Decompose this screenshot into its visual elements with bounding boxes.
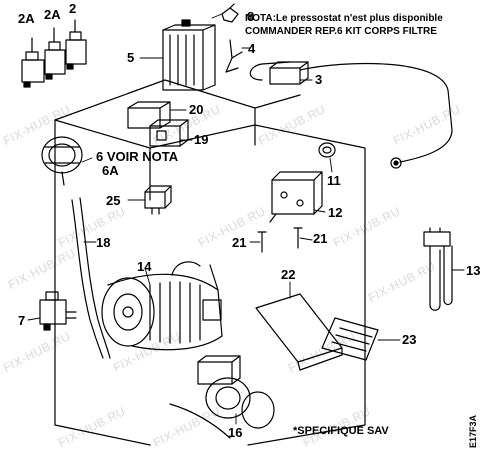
selector-switch-2 <box>65 19 87 70</box>
part-label-3: 3 <box>315 72 323 87</box>
part-label-16: 16 <box>228 425 243 440</box>
order-note: COMMANDER REP.6 KIT CORPS FILTRE <box>245 26 437 37</box>
screw-21-left <box>257 231 267 253</box>
part-label-6a: 6A <box>102 163 119 178</box>
part-label-6-note: 6 VOIR NOTA <box>96 149 179 164</box>
drain-pump-16 <box>169 355 275 439</box>
part-label-25: 25 <box>106 193 121 208</box>
part-label-19: 19 <box>194 132 209 147</box>
part-label-8: 8 <box>247 9 255 24</box>
part-label-21: 21 <box>232 235 247 250</box>
part-label-22: 22 <box>281 267 296 282</box>
availability-note: NOTA:Le pressostat n'est plus disponible <box>245 13 443 24</box>
filter-chamber-6 <box>41 136 83 186</box>
part-label-18: 18 <box>96 235 111 250</box>
part-label-14: 14 <box>137 259 152 274</box>
screw-21-right <box>293 227 303 249</box>
relay-25 <box>144 185 172 215</box>
part-label-20: 20 <box>189 102 204 117</box>
selector-switch-2a-left <box>21 37 45 88</box>
electronic-module-23 <box>321 317 379 361</box>
part-label-12: 12 <box>328 205 343 220</box>
part-label-11: 11 <box>327 173 341 188</box>
module-20 <box>127 101 171 129</box>
cabinet-outline <box>54 79 366 446</box>
part-label-4: 4 <box>248 41 256 56</box>
motor-14 <box>101 261 223 351</box>
part-label-21: 21 <box>313 231 328 246</box>
door-lock-19 <box>149 119 189 147</box>
part-label-2a: 2A <box>18 11 35 26</box>
part-label-2a: 2A <box>44 7 61 22</box>
part-label-13: 13 <box>466 263 481 278</box>
part-label-23: 23 <box>402 332 417 347</box>
bracket-4 <box>225 39 243 73</box>
pressure-switch-3 <box>249 61 453 169</box>
heating-element-13 <box>423 227 453 311</box>
water-valve-7 <box>39 291 77 331</box>
selector-switch-2a-right <box>44 27 66 80</box>
part-label-2: 2 <box>69 1 77 16</box>
drain-hose-18 <box>71 197 111 359</box>
part-label-5: 5 <box>127 50 135 65</box>
door-interlock-12 <box>269 171 323 223</box>
part-label-7: 7 <box>18 313 26 328</box>
interference-filter-5 <box>162 19 216 91</box>
grommet-11 <box>318 142 336 158</box>
clip-8 <box>221 3 239 23</box>
leader-lines <box>27 13 465 425</box>
diagram-code: E17F3A <box>468 414 478 448</box>
specific-service-note: *SPECIFIQUE SAV <box>293 425 389 437</box>
